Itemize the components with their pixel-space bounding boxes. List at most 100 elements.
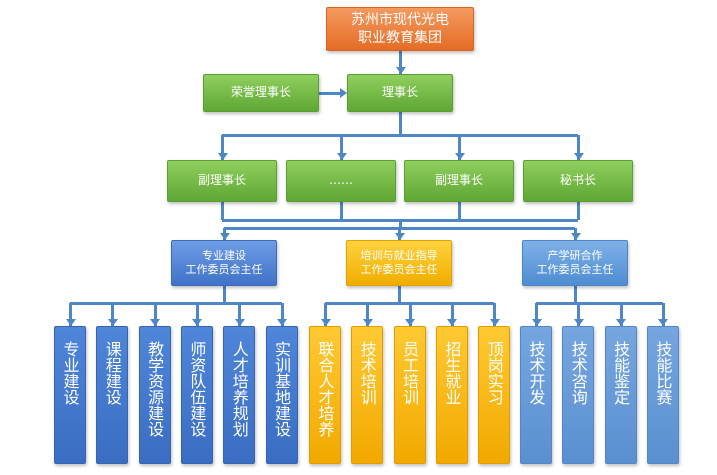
function-node: 人才培养规划 [223,326,256,464]
connector-line [195,303,199,326]
arrow-head-icon [489,319,500,326]
function-label: 顶岗实习 [484,341,504,405]
connector-line [223,286,226,303]
level2-label: 副理事长 [434,173,483,188]
function-label: 联合人才培养 [315,341,335,437]
connector-line [577,202,580,220]
level2-label: 副理事长 [197,173,246,188]
level2-node: 副理事长 [404,160,514,202]
function-node: 顶岗实习 [478,326,511,464]
function-node: 专业建设 [54,326,86,464]
connector-line [69,303,72,326]
connector-line [458,202,461,220]
function-label: 技能比赛 [653,341,673,405]
connector-line [280,303,284,326]
root-node: 苏州市现代光电 职业教育集团 [326,7,474,51]
connector-line [221,202,224,220]
arrow-head-icon [219,233,230,240]
arrow-head-icon [573,153,584,160]
function-label: 招生就业 [442,341,462,405]
level2-node: …… [286,160,396,202]
function-label: 员工培训 [400,341,420,405]
function-label: 技术咨询 [568,341,588,405]
connector-line [577,303,581,326]
arrow-head-icon [454,153,465,160]
function-label: 人才培养规划 [229,341,249,437]
connector-line [661,303,665,326]
arrow-head-icon [336,153,347,160]
connector-line [536,302,663,305]
connector-line [238,303,242,326]
function-node: 技能比赛 [646,326,679,464]
connector-line [340,135,343,160]
connector-line [366,303,370,326]
arrow-head-icon [65,319,76,326]
root-label: 苏州市现代光电 职业教育集团 [351,11,449,46]
connector-line [398,286,401,303]
function-label: 技术开发 [526,341,546,405]
committee-node: 专业建设 工作委员会主任 [171,240,277,286]
committee-node: 产学研合作 工作委员会主任 [522,240,628,286]
connector-line [111,303,115,326]
function-node: 技能鉴定 [604,326,637,464]
connector-line [399,220,402,228]
connector-line [399,112,402,135]
arrow-head-icon [340,88,347,98]
function-node: 招生就业 [435,326,468,464]
connector-line [70,302,282,305]
function-node: 联合人才培养 [309,326,341,464]
honorary-chair-node: 荣誉理事长 [203,74,319,112]
function-node: 技术开发 [520,326,552,464]
function-label: 实训基地建设 [272,341,291,437]
arrow-head-icon [658,319,669,326]
connector-line [222,134,578,137]
connector-line [221,135,224,160]
connector-line [319,92,341,95]
arrow-head-icon [405,319,416,326]
committee-label: 产学研合作 工作委员会主任 [536,248,614,276]
arrow-head-icon [107,319,118,326]
committee-label: 专业建设 工作委员会主任 [185,248,263,276]
arrow-head-icon [394,233,405,240]
arrow-head-icon [570,233,581,240]
connector-line [574,286,577,303]
connector-line [153,303,157,326]
connector-line [399,51,402,74]
function-label: 师资队伍建设 [187,341,207,437]
arrow-head-icon [531,319,542,326]
connector-line [458,135,461,160]
arrow-head-icon [573,319,584,326]
level2-node: 副理事长 [167,160,277,202]
connector-line [619,303,623,326]
connector-line [493,303,497,326]
arrow-head-icon [277,319,287,326]
function-node: 课程建设 [96,326,129,464]
function-node: 实训基地建设 [265,326,298,464]
connector-line [450,303,454,326]
arrow-head-icon [447,319,458,326]
function-label: 专业建设 [60,341,80,405]
arrow-head-icon [192,319,203,326]
connector-line [535,303,538,326]
honorary-chair-label: 荣誉理事长 [230,85,291,100]
function-node: 技术咨询 [562,326,595,464]
connector-line [577,135,580,160]
function-label: 技能鉴定 [611,341,631,405]
level2-label: …… [329,173,353,188]
function-node: 教学资源建设 [138,326,171,464]
arrow-head-icon [150,319,161,326]
chair-label: 理事长 [381,85,418,100]
committee-node: 培训与就业指导 工作委员会主任 [346,240,452,286]
function-node: 员工培训 [393,326,426,464]
committee-label: 培训与就业指导 工作委员会主任 [360,248,438,276]
function-node: 技术培训 [351,326,384,464]
arrow-head-icon [362,319,373,326]
arrow-head-icon [234,319,245,326]
level2-node: 秘书长 [523,160,633,202]
arrow-head-icon [616,319,627,326]
function-label: 课程建设 [102,341,122,405]
chair-node: 理事长 [347,74,453,112]
arrow-head-icon [217,153,228,160]
arrow-head-icon [320,319,331,326]
